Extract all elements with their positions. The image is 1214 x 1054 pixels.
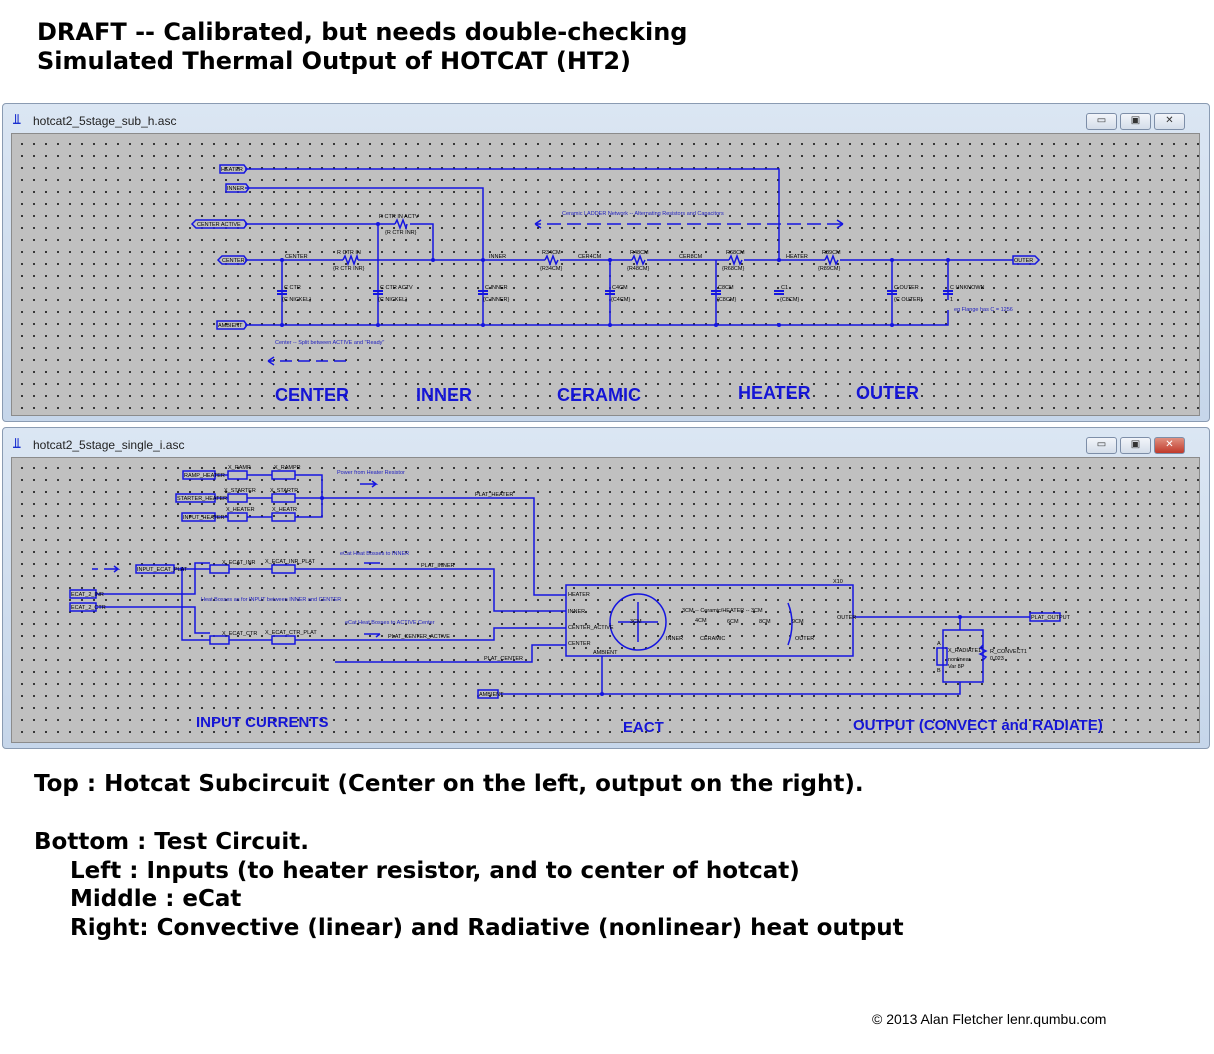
maximize-button[interactable]: ▣ — [1120, 113, 1151, 130]
schematic-canvas[interactable] — [11, 133, 1200, 416]
description-bottom: Bottom : Test Circuit. — [34, 829, 309, 855]
maximize-button[interactable]: ▣ — [1120, 437, 1151, 454]
description-middle: Middle : eCat — [70, 886, 242, 912]
schematic-canvas[interactable] — [11, 457, 1200, 743]
description-left: Left : Inputs (to heater resistor, and t… — [70, 858, 800, 884]
close-button[interactable]: ✕ — [1154, 113, 1185, 130]
copyright: © 2013 Alan Fletcher lenr.qumbu.com — [872, 1011, 1107, 1027]
description-right: Right: Convective (linear) and Radiative… — [70, 915, 904, 941]
title-line-1: DRAFT -- Calibrated, but needs double-ch… — [37, 18, 688, 46]
description-top: Top : Hotcat Subcircuit (Center on the l… — [34, 771, 864, 797]
window-title: hotcat2_5stage_single_i.asc — [33, 438, 185, 452]
minimize-button[interactable]: ▭ — [1086, 113, 1117, 130]
minimize-button[interactable]: ▭ — [1086, 437, 1117, 454]
close-button[interactable]: ✕ — [1154, 437, 1185, 454]
window-test-circuit[interactable]: ⫫ hotcat2_5stage_single_i.asc ▭▣✕ — [2, 427, 1210, 749]
window-title: hotcat2_5stage_sub_h.asc — [33, 114, 177, 128]
title-line-2: Simulated Thermal Output of HOTCAT (HT2) — [37, 47, 632, 75]
ltspice-transistor-icon: ⫫ — [13, 112, 21, 128]
window-subcircuit[interactable]: ⫫ hotcat2_5stage_sub_h.asc ▭▣✕ — [2, 103, 1210, 422]
ltspice-transistor-icon: ⫫ — [13, 436, 21, 452]
